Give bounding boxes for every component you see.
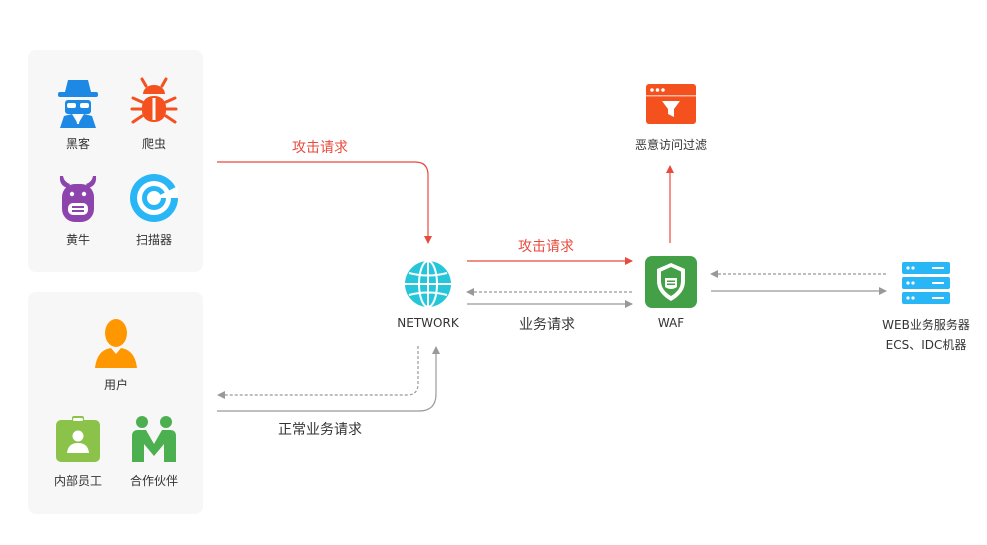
attack-to-network-arrow bbox=[217, 161, 432, 244]
scalper-bull-icon bbox=[54, 172, 102, 224]
normal-business-request-label: 正常业务请求 bbox=[278, 422, 362, 438]
employee-badge-icon bbox=[54, 416, 102, 462]
malicious-actors-panel bbox=[28, 50, 203, 272]
server-label-line2: ECS、IDC机器 bbox=[885, 338, 967, 352]
user-icon bbox=[93, 318, 139, 370]
network-label: NETWORK bbox=[397, 316, 459, 330]
attack-request-label-1: 攻击请求 bbox=[292, 140, 348, 156]
scalper-label: 黄牛 bbox=[65, 233, 90, 247]
hacker-icon bbox=[54, 76, 102, 128]
crawler-label: 爬虫 bbox=[141, 137, 166, 151]
waf-shield-icon bbox=[645, 256, 697, 308]
filter-label: 恶意访问过滤 bbox=[634, 138, 707, 152]
normal-business-to-network-arrow bbox=[217, 346, 440, 412]
filter-window-icon bbox=[646, 84, 696, 124]
server-rack-icon bbox=[902, 262, 950, 304]
crawler-bug-icon bbox=[130, 76, 178, 128]
user-label: 用户 bbox=[103, 378, 128, 392]
attack-request-label-2: 攻击请求 bbox=[518, 239, 574, 255]
network-response-to-users-arrow bbox=[217, 346, 419, 399]
business-request-label: 业务请求 bbox=[519, 317, 575, 333]
network-globe-icon bbox=[404, 260, 452, 308]
scanner-icon bbox=[130, 172, 178, 224]
partner-label: 合作伙伴 bbox=[129, 474, 178, 488]
server-label-line1: WEB业务服务器 bbox=[882, 318, 970, 332]
partner-icon bbox=[130, 414, 178, 462]
scanner-label: 扫描器 bbox=[135, 233, 172, 247]
employee-label: 内部员工 bbox=[53, 474, 102, 488]
waf-label: WAF bbox=[657, 316, 685, 330]
hacker-label: 黑客 bbox=[65, 137, 90, 151]
